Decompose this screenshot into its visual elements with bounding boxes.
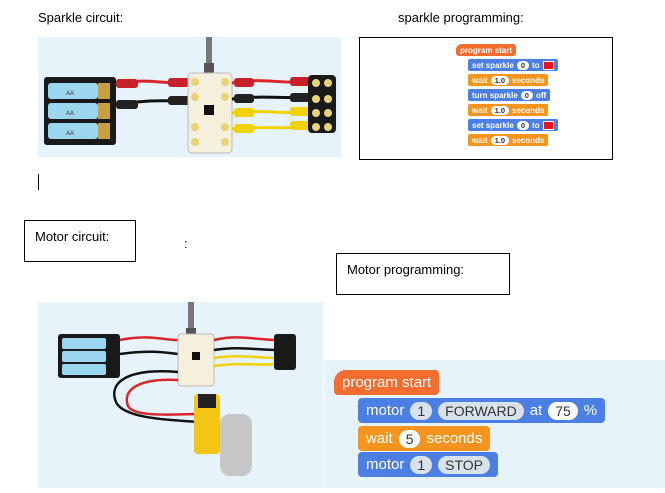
stop-pill: STOP xyxy=(438,455,491,474)
set-sparkle-block-2: set sparkle 0 to xyxy=(468,119,558,131)
motor-number-pill: 1 xyxy=(410,455,433,474)
turn-sparkle-off-block: turn sparkle 0 off xyxy=(468,89,551,101)
program-start-block-large: program start xyxy=(334,370,440,395)
motor-circuit-box: Motor circuit: xyxy=(24,220,136,262)
wait-seconds-block: wait 5 seconds xyxy=(358,426,491,451)
usb-cable xyxy=(188,302,194,330)
wheel xyxy=(220,414,252,476)
motor-circuit-label: Motor circuit: xyxy=(35,229,110,244)
motor-circuit-image xyxy=(38,302,323,488)
battery-label-1: AA xyxy=(66,91,74,97)
sparkle-programming-label: sparkle programming: xyxy=(398,10,524,25)
motor-number-pill: 1 xyxy=(410,401,433,420)
stray-colon: : xyxy=(184,236,188,251)
motor-circuit-diagram xyxy=(58,302,296,476)
motor-programming-box: Motor programming: xyxy=(336,253,510,295)
sparkle-led xyxy=(308,75,336,133)
sparkle-led xyxy=(274,334,296,370)
text-cursor xyxy=(38,174,39,190)
set-sparkle-block-1: set sparkle 0 to xyxy=(468,59,558,71)
red-color-swatch xyxy=(542,120,554,130)
motor-forward-block: motor 1 FORWARD at 75 % xyxy=(358,398,606,423)
sparkle-programming-box: program start set sparkle 0 to wait 1.0 … xyxy=(359,37,613,160)
sparkle-circuit-label: Sparkle circuit: xyxy=(38,10,124,25)
motor-black-wire xyxy=(113,370,199,424)
wait-block-2: wait 1.0 seconds xyxy=(468,104,549,116)
program-start-text: program start xyxy=(460,45,513,55)
wait-block-3: wait 1.0 seconds xyxy=(468,134,549,146)
battery-label-2: AA xyxy=(66,111,74,117)
motor xyxy=(194,394,220,454)
wait-block-1: wait 1.0 seconds xyxy=(468,74,549,86)
motor-stop-block: motor 1 STOP xyxy=(358,452,499,477)
motor-programming-panel: program start motor 1 FORWARD at 75 % wa… xyxy=(324,360,665,488)
sparkle-circuit-diagram: AA AA AA xyxy=(44,37,336,154)
red-color-swatch xyxy=(542,60,554,70)
motor-programming-label: Motor programming: xyxy=(347,262,465,277)
battery-label-3: AA xyxy=(66,131,74,137)
direction-pill: FORWARD xyxy=(438,401,524,420)
speed-pill: 75 xyxy=(548,401,578,420)
sparkle-index-pill: 0 xyxy=(516,60,529,70)
wait-value-pill: 5 xyxy=(398,429,421,448)
motor-red-wire xyxy=(125,378,199,416)
usb-cable xyxy=(206,37,212,65)
sparkle-circuit-image: AA AA AA xyxy=(38,37,341,157)
program-start-block: program start xyxy=(456,44,517,56)
